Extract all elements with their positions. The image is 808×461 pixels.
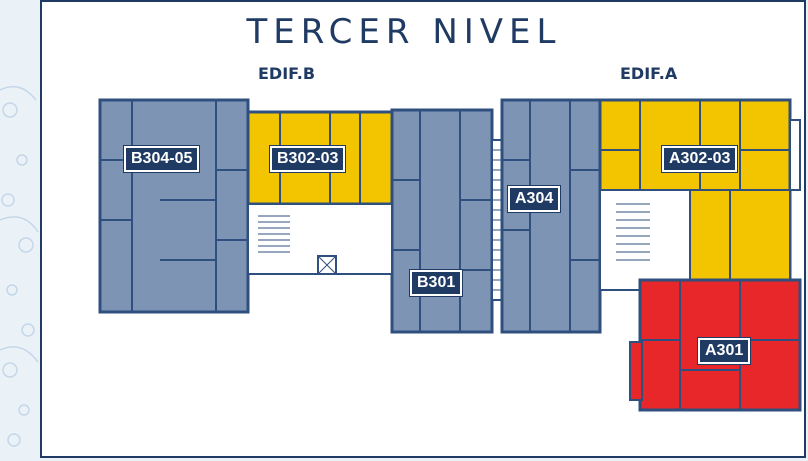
building-a (500, 98, 802, 412)
unit-label-a302-03[interactable]: A302-03 (660, 145, 739, 173)
floor-title: TERCER NIVEL (246, 12, 562, 52)
unit-label-a301[interactable]: A301 (696, 337, 752, 365)
unit-label-a304[interactable]: A304 (506, 185, 562, 213)
building-a-core (599, 189, 691, 291)
unit-label-b302-03[interactable]: B302-03 (268, 145, 347, 173)
unit-b301-area[interactable] (390, 108, 494, 334)
building-a-label: EDIF.A (620, 64, 678, 83)
unit-label-b301[interactable]: B301 (408, 269, 464, 297)
unit-a304-area[interactable] (500, 98, 602, 334)
building-b-label: EDIF.B (258, 64, 316, 83)
building-b (98, 98, 494, 334)
unit-label-b304-05[interactable]: B304-05 (122, 145, 201, 173)
unit-b304-05-area[interactable] (98, 98, 250, 314)
